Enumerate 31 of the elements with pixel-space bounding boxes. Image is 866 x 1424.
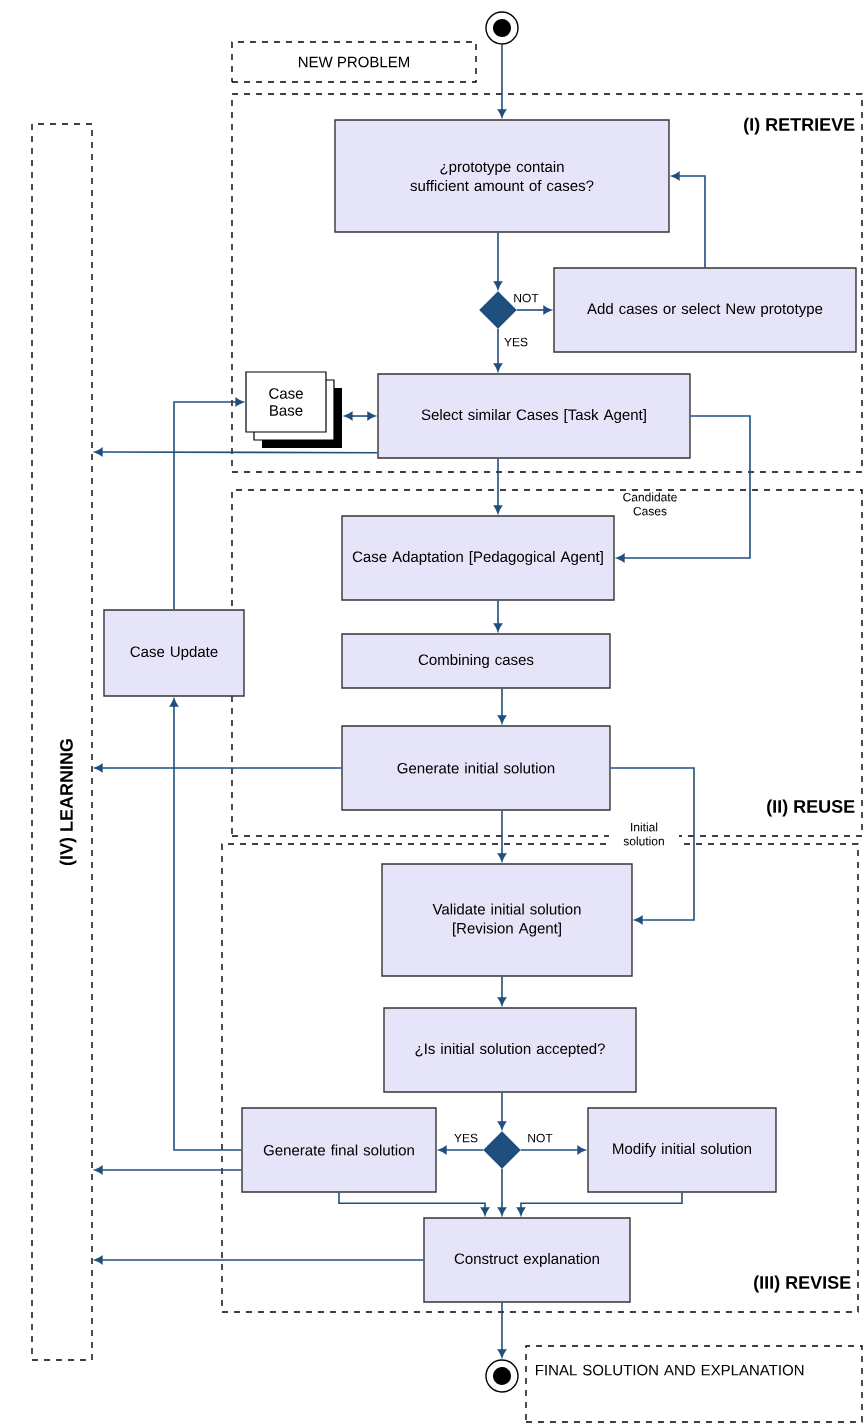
- arrow: [616, 415, 751, 563]
- arrow: [94, 1255, 425, 1265]
- arrow: [609, 767, 695, 925]
- arrow: [438, 1145, 484, 1155]
- arrow: [497, 809, 507, 862]
- arrow: [493, 231, 503, 290]
- arrow: [493, 457, 503, 514]
- arrow: [520, 1145, 586, 1155]
- arrow: [497, 1091, 507, 1130]
- arrow: [497, 43, 507, 118]
- decision-diamond: [479, 291, 517, 329]
- arrow: [671, 171, 706, 269]
- arrow: [497, 975, 507, 1006]
- arrow: [94, 447, 379, 457]
- arrow: [516, 305, 552, 315]
- arrow: [94, 1165, 243, 1175]
- learning-lane: (IV) LEARNING: [31, 123, 93, 1361]
- arrow: [497, 1301, 507, 1358]
- arrow: [338, 1191, 490, 1216]
- arrow: [169, 698, 243, 1151]
- terminal-circle: [485, 11, 519, 45]
- terminal-circle: [485, 1359, 519, 1393]
- arrow: [493, 599, 503, 632]
- decision-diamond: [483, 1131, 521, 1169]
- arrow: [497, 1168, 507, 1216]
- arrow: [94, 763, 343, 773]
- arrow: [516, 1191, 683, 1216]
- arrow: [497, 687, 507, 724]
- arrow: [493, 328, 503, 372]
- arrow: [344, 411, 376, 421]
- arrow: [173, 397, 244, 611]
